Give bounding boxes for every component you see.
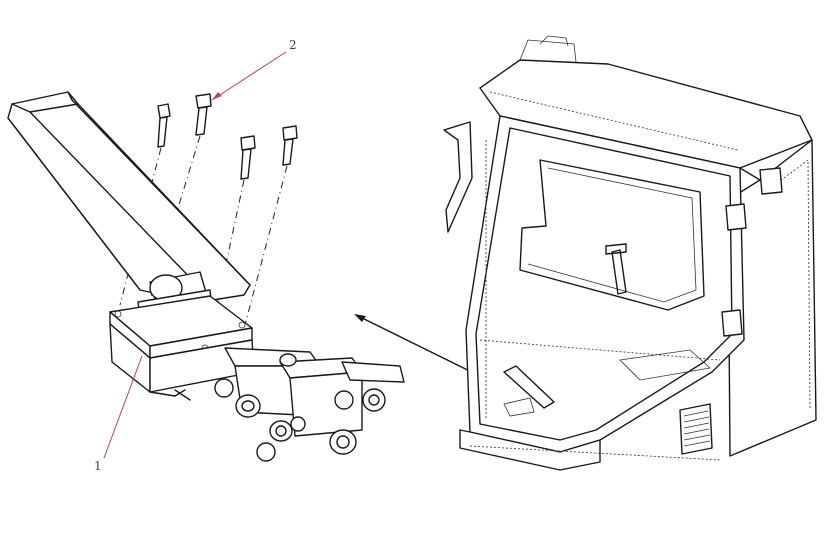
hydraulic-fittings [214,353,386,462]
cap-screw-2 [195,93,212,136]
pedal-lever [7,91,251,303]
callout-1: 1 [94,355,143,473]
cap-screw-1 [157,103,171,148]
cap-screw-4 [282,125,298,166]
pedal-assembly [7,91,405,462]
callout-1-label: 1 [94,459,102,473]
callout-2: 2 [211,38,297,101]
operator-cab [443,35,817,471]
callout-2-label: 2 [289,38,297,52]
cap-screw-3 [240,135,256,180]
